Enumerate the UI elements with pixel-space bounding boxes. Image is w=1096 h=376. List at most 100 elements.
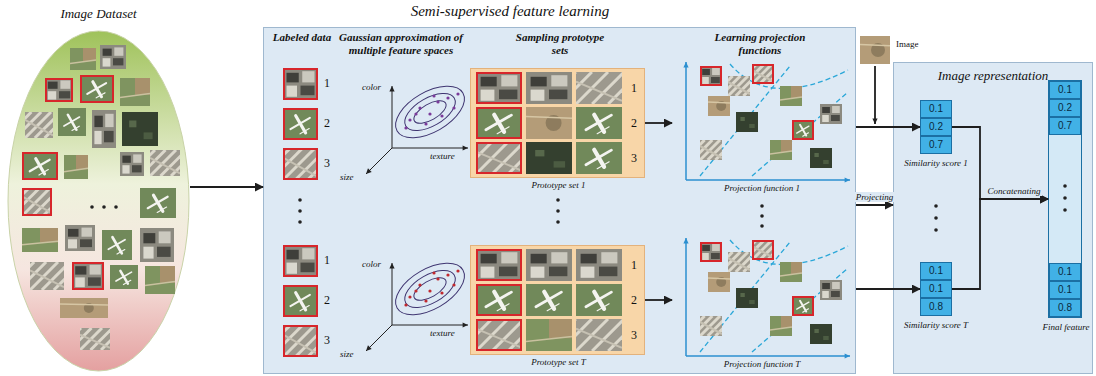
drawing-part bbox=[100, 45, 126, 69]
thumbnail-content bbox=[476, 72, 522, 104]
thumbnail-content bbox=[576, 249, 622, 281]
drawing-part bbox=[702, 77, 709, 84]
prototype-set-box: 123Prototype set T bbox=[470, 245, 645, 355]
aerial-thumbnail bbox=[526, 72, 572, 104]
vector-box: 0.10.20.7Similarity score 1 bbox=[920, 100, 952, 154]
drawing-part bbox=[476, 107, 522, 139]
row-number: 2 bbox=[321, 117, 333, 131]
thumbnail-content bbox=[708, 96, 730, 116]
drawing-part bbox=[576, 319, 608, 351]
aerial-thumbnail bbox=[708, 272, 730, 292]
sample-dot bbox=[446, 273, 449, 276]
sample-dot bbox=[418, 106, 421, 109]
thumbnail-content bbox=[736, 288, 758, 308]
drawing-part bbox=[752, 240, 757, 260]
drawing-part bbox=[48, 91, 56, 99]
drawing-part bbox=[80, 328, 92, 350]
drawing-part bbox=[752, 240, 774, 260]
ellipsis-dot bbox=[298, 198, 302, 202]
drawing-part bbox=[105, 114, 113, 127]
drawing-part bbox=[283, 108, 318, 140]
aerial-thumbnail bbox=[70, 48, 96, 70]
drawing-part bbox=[526, 319, 572, 351]
drawing-part bbox=[45, 78, 73, 102]
drawing-part bbox=[30, 160, 50, 172]
thumbnail-content bbox=[708, 272, 730, 292]
arrow-line bbox=[686, 355, 850, 357]
aerial-thumbnail bbox=[526, 249, 572, 281]
drawing-part bbox=[30, 262, 58, 290]
drawing-part bbox=[711, 253, 720, 259]
drawing-part bbox=[103, 58, 111, 66]
drawing-part bbox=[476, 142, 492, 174]
aerial-thumbnail bbox=[736, 112, 758, 132]
sample-dot bbox=[432, 271, 435, 274]
thumbnail-content bbox=[476, 107, 522, 139]
axis-label: texture bbox=[430, 151, 455, 161]
drawing-part bbox=[820, 104, 842, 124]
drawing-part bbox=[80, 75, 114, 103]
drawing-part bbox=[526, 117, 572, 119]
drawing-part bbox=[810, 324, 832, 344]
drawing-part bbox=[65, 225, 95, 251]
drawing-part bbox=[25, 112, 31, 138]
thumbnail-content bbox=[728, 252, 750, 272]
drawing-part bbox=[871, 43, 885, 57]
arrow-line bbox=[874, 66, 876, 124]
drawing-part bbox=[526, 107, 572, 139]
drawing-part bbox=[283, 158, 318, 177]
labeled-border bbox=[701, 67, 721, 85]
decision-boundary bbox=[700, 66, 790, 176]
thumbnail-content bbox=[150, 150, 180, 176]
drawing-part bbox=[494, 292, 504, 309]
thumbnail-content bbox=[476, 142, 522, 174]
projection-sketch bbox=[683, 62, 850, 183]
vector-cell: 0.2 bbox=[1049, 99, 1081, 117]
vector-cell: 0.1 bbox=[1049, 281, 1081, 299]
plane-shape bbox=[794, 121, 812, 139]
aerial-thumbnail bbox=[283, 108, 318, 140]
aerial-thumbnail bbox=[792, 296, 814, 316]
vector-cell: 0.7 bbox=[1049, 117, 1081, 135]
ellipsis-dot bbox=[90, 205, 94, 209]
drawing-part bbox=[70, 48, 96, 70]
gaussian-sketch bbox=[366, 253, 473, 351]
drawing-part bbox=[576, 284, 622, 316]
drawing-part bbox=[135, 78, 150, 95]
drawing-part bbox=[594, 292, 604, 309]
row-number: 1 bbox=[627, 82, 641, 96]
thumbnail-content bbox=[576, 319, 622, 351]
drawing-part bbox=[531, 90, 545, 101]
drawing-part bbox=[59, 91, 70, 98]
drawing-part bbox=[22, 241, 58, 245]
thumbnail-content bbox=[92, 110, 116, 148]
vector-cell: 0.1 bbox=[1049, 81, 1081, 99]
drawing-part bbox=[594, 115, 604, 132]
drawing-part bbox=[283, 68, 318, 100]
thumbnail-content bbox=[25, 112, 53, 138]
aerial-thumbnail bbox=[283, 68, 318, 100]
sample-dot bbox=[414, 289, 417, 292]
thumbnail-content bbox=[30, 262, 64, 290]
aerial-thumbnail bbox=[810, 324, 832, 344]
ellipsis-dot bbox=[934, 216, 938, 220]
decision-boundary bbox=[730, 240, 848, 265]
thumbnail-content bbox=[792, 296, 814, 316]
drawing-part bbox=[58, 108, 86, 136]
thumbnail-content bbox=[526, 319, 572, 351]
drawing-part bbox=[159, 231, 171, 243]
drawing-part bbox=[581, 254, 597, 264]
final-vector: 0.10.20.70.10.10.8Final feature bbox=[1048, 80, 1082, 318]
column-header: Learning projection functions bbox=[705, 31, 815, 56]
drawing-part bbox=[601, 252, 617, 263]
drawing-part bbox=[823, 336, 829, 340]
node-text: Similarity score 1 bbox=[896, 158, 976, 168]
aerial-thumbnail bbox=[129, 150, 208, 176]
thumbnail-content bbox=[820, 104, 842, 124]
ellipsis-dot bbox=[760, 204, 764, 208]
drawing-part bbox=[860, 36, 890, 64]
drawing-part bbox=[740, 293, 744, 297]
drawing-part bbox=[140, 228, 174, 262]
drawing-part bbox=[60, 298, 108, 318]
labeled-border bbox=[753, 241, 773, 259]
